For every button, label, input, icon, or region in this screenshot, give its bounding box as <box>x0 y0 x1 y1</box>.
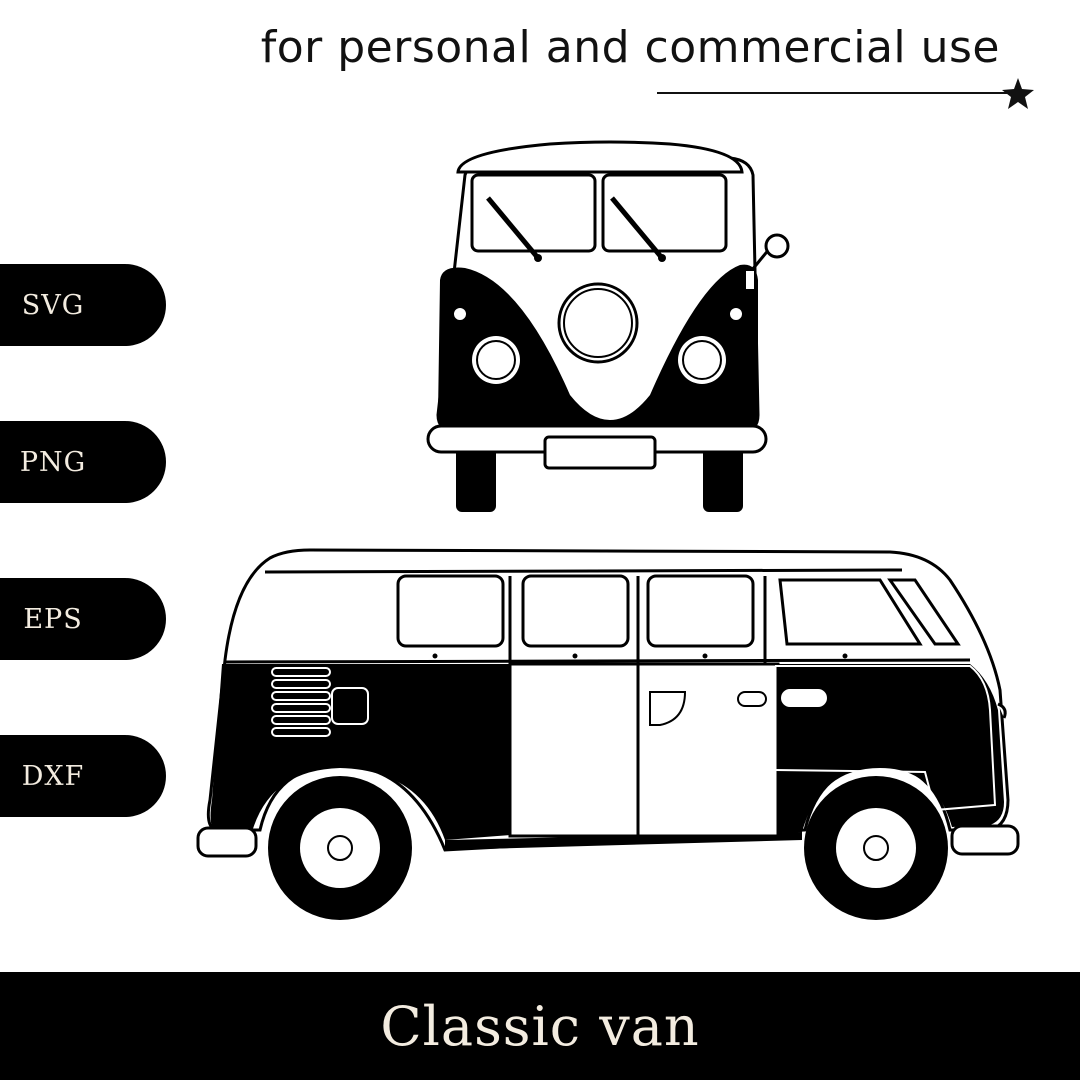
format-badge-svg: SVG <box>0 264 166 346</box>
format-badge-dxf: DXF <box>0 735 166 817</box>
format-badge-png: PNG <box>0 421 166 503</box>
van-side-illustration <box>196 548 1020 920</box>
format-label: DXF <box>21 760 85 792</box>
van-front-illustration <box>426 140 790 512</box>
format-label: EPS <box>23 603 83 635</box>
format-label: SVG <box>21 289 85 321</box>
star-icon <box>1002 78 1034 109</box>
product-title: Classic van <box>380 994 700 1058</box>
headline: for personal and commercial use <box>260 22 1000 73</box>
footer-banner: Classic van <box>0 972 1080 1080</box>
format-badge-eps: EPS <box>0 578 166 660</box>
format-label: PNG <box>19 446 87 478</box>
headline-underline <box>657 92 1011 94</box>
